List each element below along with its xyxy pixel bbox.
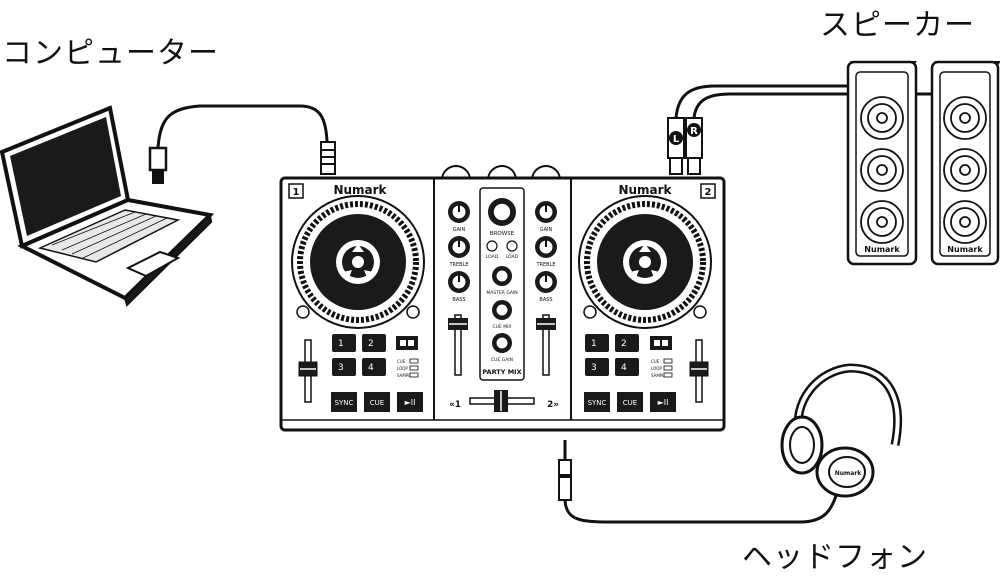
jog-wheel-left[interactable]: [291, 195, 425, 329]
transport-right: SYNC CUE ►II: [584, 392, 676, 412]
treble-label: TREBLE: [448, 262, 468, 268]
cue-headphone-button-left[interactable]: [296, 305, 310, 319]
pad-mode-button-right[interactable]: [650, 336, 672, 350]
bass-label: BASS: [452, 297, 465, 303]
speaker-label: スピーカー: [820, 8, 975, 43]
dj-controller: Numark Numark 1 2: [279, 165, 726, 432]
usb-cable: [156, 104, 329, 149]
party-mix-logo: PARTY MIX: [482, 368, 521, 376]
pad-grid-right: 1 2 3 4 CUE LOOP SAMPLER: [585, 334, 673, 378]
pad-mode-label: CUE: [397, 359, 406, 364]
pad-4-right[interactable]: [615, 358, 639, 376]
pad-3-right[interactable]: [585, 358, 609, 376]
rca-plugs: L R: [667, 117, 703, 175]
cue-mix-label: CUE MIX: [492, 324, 511, 330]
crossfader-left-label: «1: [449, 400, 461, 410]
play-pause-button-right[interactable]: [650, 392, 676, 412]
speaker-right: Numark: [930, 60, 1000, 266]
transport-left: SYNC CUE ►II: [331, 392, 423, 412]
speaker-brand-left: Numark: [864, 245, 900, 254]
pad-mode-label: CUE: [651, 359, 660, 364]
play-pause-label: ►II: [405, 398, 416, 407]
headphone-brand: Numark: [835, 470, 863, 477]
rca-cables: [674, 84, 940, 119]
load-button-2[interactable]: [506, 240, 518, 252]
channel-fader-right[interactable]: [536, 314, 556, 376]
cue-gain-label: CUE GAIN: [491, 357, 513, 363]
play-pause-button-left[interactable]: [397, 392, 423, 412]
crossfader[interactable]: [469, 390, 535, 412]
headphone-cable: [563, 489, 840, 524]
usb-connector: [320, 141, 336, 175]
eq-left: GAIN TREBLE BASS: [448, 201, 470, 303]
pad-label: 4: [368, 363, 374, 373]
sync-button-right[interactable]: [584, 392, 610, 412]
crossfader-right-label: 2»: [547, 400, 559, 410]
jog-wheel-right[interactable]: [578, 195, 712, 329]
load-label: LOAD: [486, 254, 499, 260]
cue-label: CUE: [370, 399, 384, 407]
pitch-fader-left[interactable]: [298, 339, 318, 403]
usb-plug: [148, 146, 168, 184]
cue-button-right[interactable]: [617, 392, 643, 412]
load-label: LOAD: [506, 254, 519, 260]
pad-2-left[interactable]: [362, 334, 386, 352]
pad-label: 2: [621, 339, 627, 349]
gain-label: GAIN: [453, 227, 466, 233]
pad-label: 2: [368, 339, 374, 349]
pad-grid-left: 1 2 3 4 CUE LOOP SAMPLER: [332, 334, 419, 378]
cue-headphone-button-right[interactable]: [693, 305, 707, 319]
pad-label: 4: [621, 363, 627, 373]
pad-1-right[interactable]: [585, 334, 609, 352]
browse-label: BROWSE: [490, 231, 515, 237]
pad-mode-label: LOOP: [397, 366, 408, 371]
controller-brand-right: Numark: [618, 183, 672, 197]
mixer-center: BROWSE LOAD LOAD MASTER GAIN CUE MIX CUE…: [479, 187, 525, 381]
gain-label: GAIN: [540, 227, 553, 233]
load-button-1[interactable]: [486, 240, 498, 252]
speaker-left: Numark: [846, 60, 918, 266]
cue-label: CUE: [623, 399, 637, 407]
headphones: Numark: [780, 363, 903, 498]
sync-label: SYNC: [588, 399, 607, 407]
speaker-brand-right: Numark: [947, 245, 983, 254]
pad-4-left[interactable]: [362, 358, 386, 376]
pad-label: 1: [591, 339, 597, 349]
pad-mode-button-left[interactable]: [396, 336, 418, 350]
computer-label: コンピューター: [2, 36, 219, 71]
cue-headphone-button-left-b[interactable]: [583, 305, 597, 319]
treble-label: TREBLE: [535, 262, 555, 268]
pad-2-right[interactable]: [615, 334, 639, 352]
master-gain-label: MASTER GAIN: [486, 290, 517, 296]
pad-mode-label: SAMPLER: [397, 373, 416, 378]
pad-mode-label: SAMPLER: [651, 373, 670, 378]
pad-mode-label: LOOP: [651, 366, 662, 371]
pad-1-left[interactable]: [332, 334, 356, 352]
deck-left-number: 1: [293, 187, 300, 198]
rca-right-label: R: [690, 126, 698, 137]
controller-brand-left: Numark: [333, 183, 387, 197]
cue-headphone-button-right-a[interactable]: [406, 305, 420, 319]
channel-fader-left[interactable]: [448, 314, 468, 376]
pad-3-left[interactable]: [332, 358, 356, 376]
pitch-fader-right[interactable]: [689, 339, 709, 403]
headphone-plug: [558, 440, 572, 501]
deck-right-number: 2: [705, 187, 712, 198]
eq-right: GAIN TREBLE BASS: [535, 201, 557, 303]
pad-label: 3: [591, 363, 597, 373]
pad-label: 1: [338, 339, 344, 349]
bass-label: BASS: [539, 297, 552, 303]
cue-button-left[interactable]: [364, 392, 390, 412]
rca-left-label: L: [673, 134, 680, 145]
pad-label: 3: [338, 363, 344, 373]
sync-button-left[interactable]: [331, 392, 357, 412]
headphone-label: ヘッドフォン: [742, 540, 928, 575]
sync-label: SYNC: [335, 399, 354, 407]
laptop: [0, 105, 215, 307]
play-pause-label: ►II: [658, 398, 669, 407]
